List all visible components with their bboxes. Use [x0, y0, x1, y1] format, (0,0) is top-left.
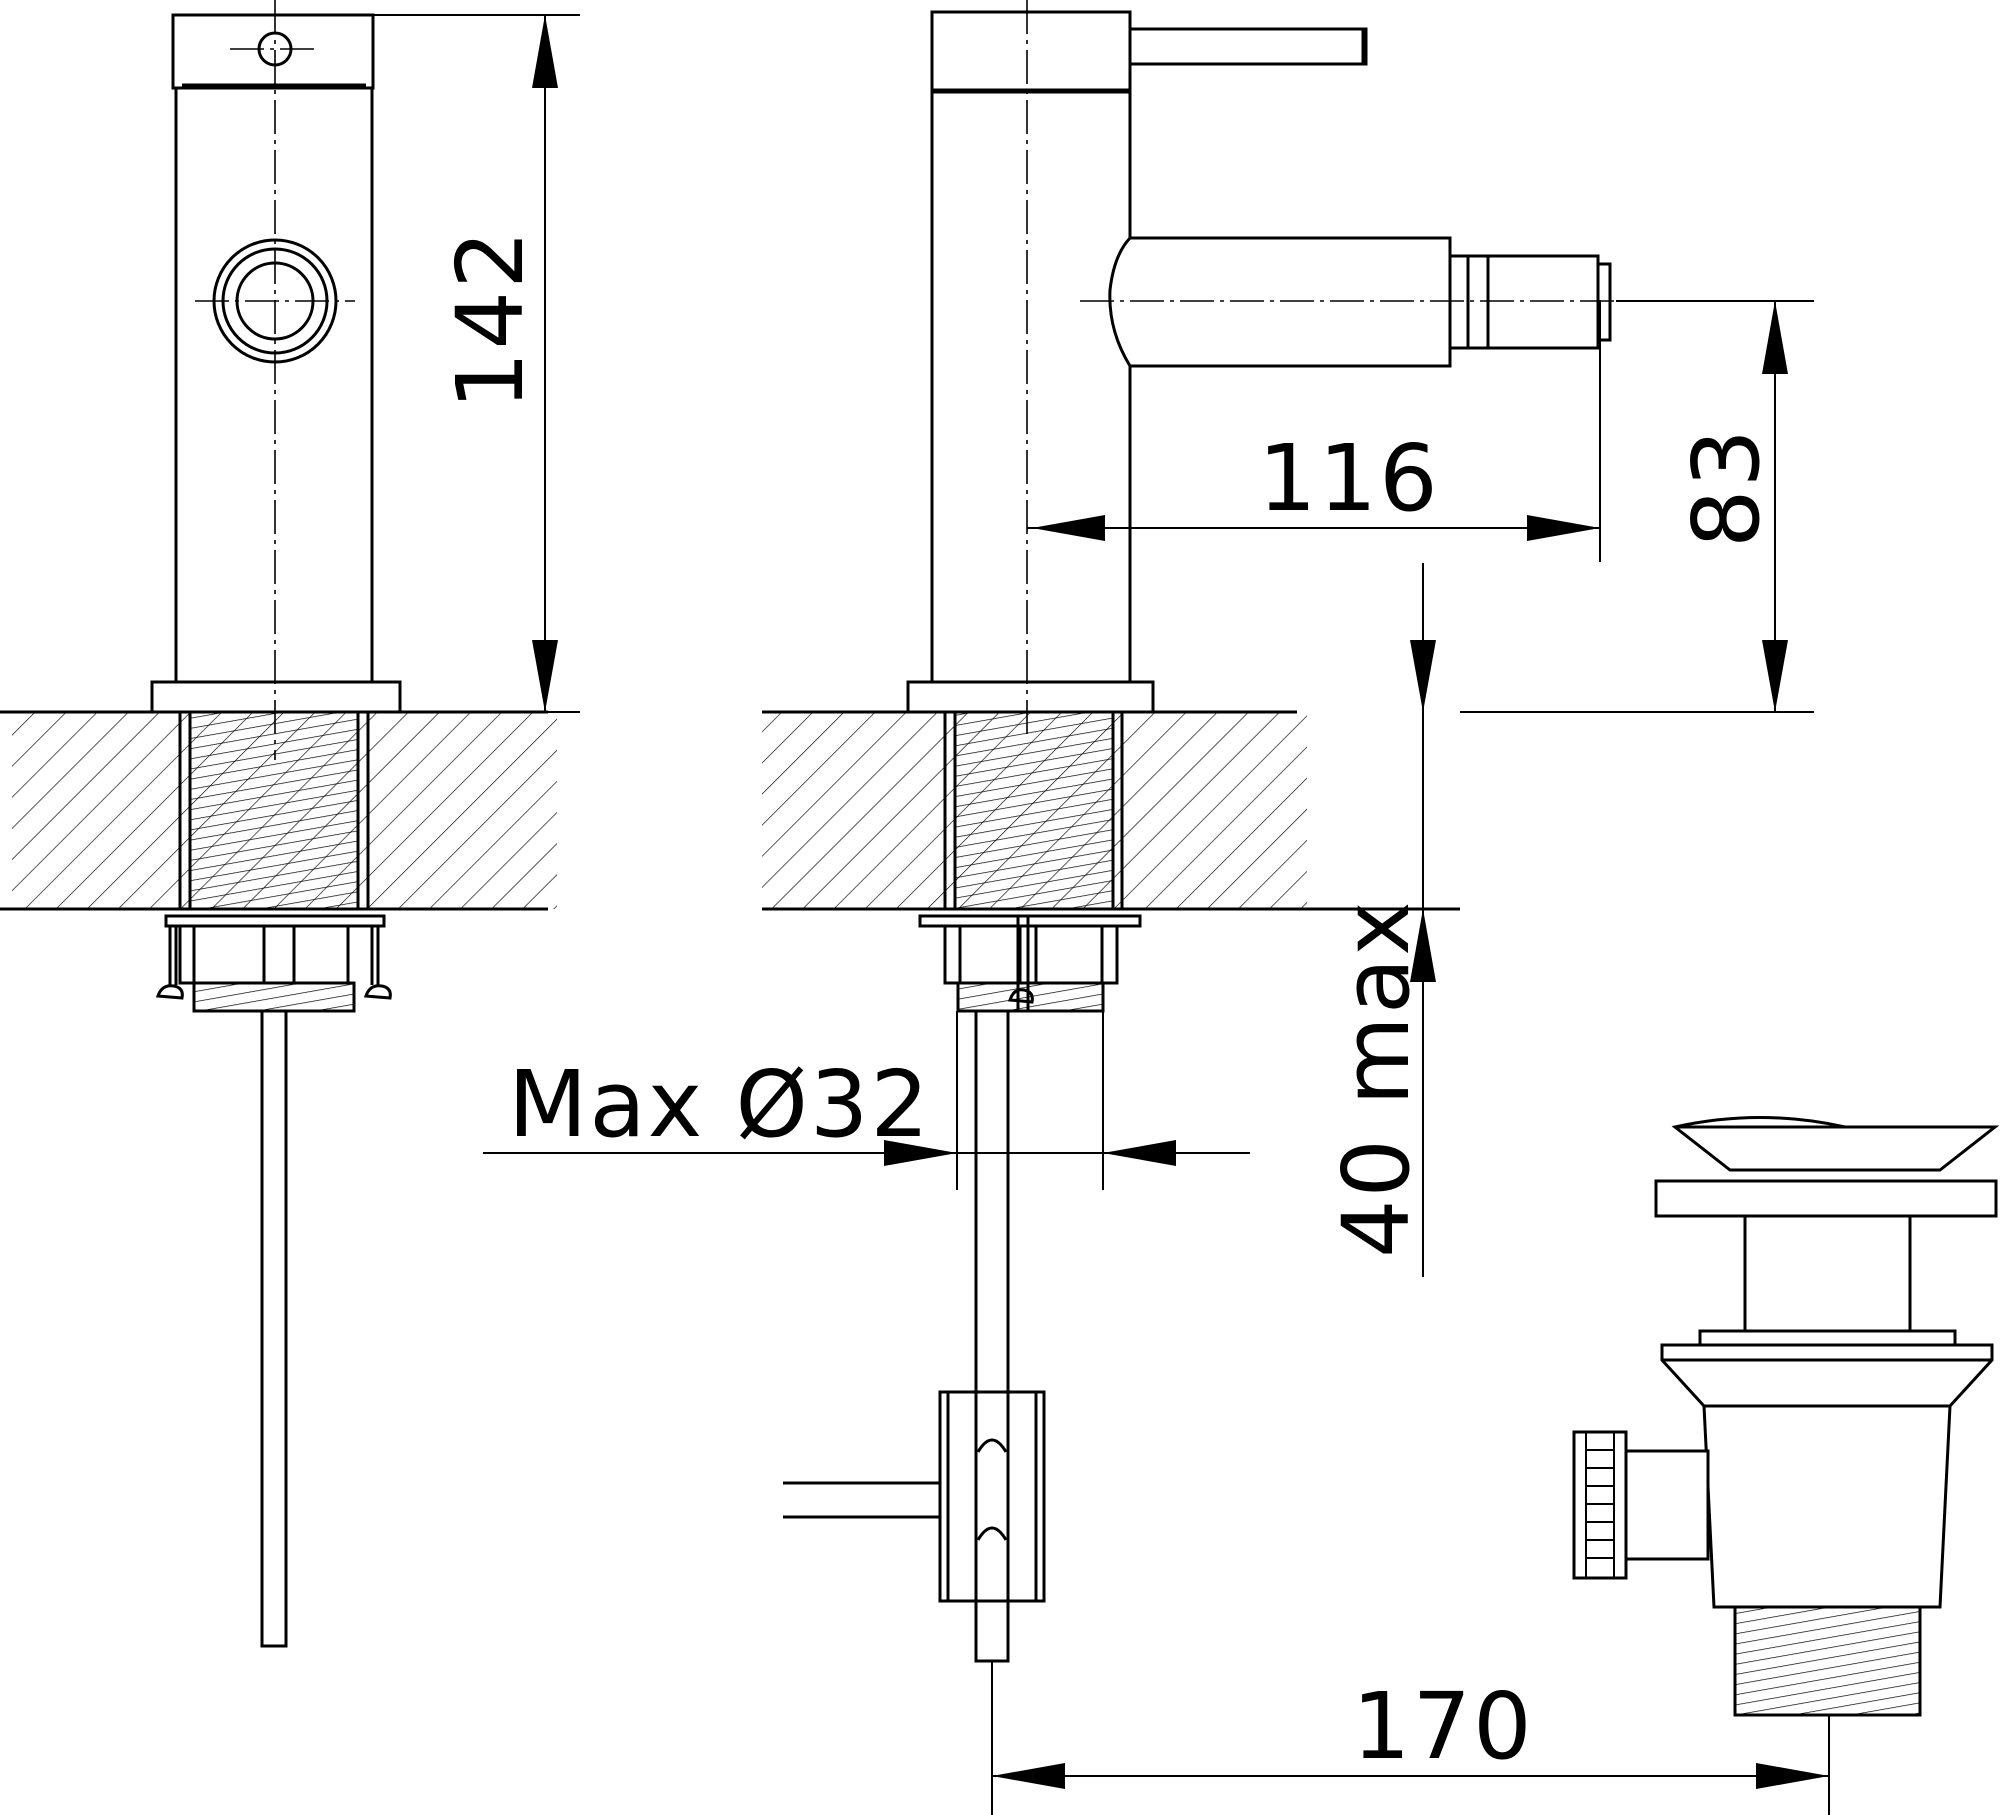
dimension-waste-distance: 170 [991, 1661, 1830, 1815]
lever-cap-left [171, 13, 375, 90]
dimension-spout-height: 83 [1460, 300, 1814, 713]
overflow-nut-knurl [1585, 1432, 1615, 1578]
lever-cap-right [930, 10, 1132, 92]
dim-label-max-hole: Max Ø32 [508, 1051, 931, 1158]
dim-label-83: 83 [1673, 427, 1780, 548]
dim-label-142: 142 [437, 228, 544, 410]
dim-label-116: 116 [1258, 425, 1440, 532]
waste-body [1702, 1404, 1952, 1609]
mounting-nut-left [155, 914, 392, 1013]
spout [1108, 236, 1612, 368]
waste-thread [1733, 1605, 1922, 1717]
tap-body-right [930, 90, 1132, 684]
tap-body-left [174, 86, 374, 684]
waste-plug-cap [1671, 1116, 2000, 1172]
shank-right [953, 710, 1115, 911]
mounting-nut-right [918, 914, 1142, 1013]
dimension-total-height: 142 [300, 14, 580, 713]
shank-left [188, 710, 360, 911]
rod-clamp [938, 1390, 1046, 1603]
dim-label-40max: 40 max [1323, 899, 1430, 1258]
dimension-hole-diameter: Max Ø32 [483, 1011, 1250, 1190]
front-view [0, 0, 557, 1648]
supply-hose-left [260, 1009, 288, 1648]
base-plate-right [906, 680, 1155, 714]
dimension-counter-thickness: 40 max [1323, 563, 1436, 1277]
waste-flange [1654, 1179, 1998, 1218]
side-view [762, 0, 1616, 1663]
base-plate-left [150, 680, 402, 714]
dim-label-170: 170 [1352, 1673, 1534, 1780]
pop-up-waste [1572, 1116, 2000, 1717]
lever-handle [1128, 27, 1368, 66]
dimension-spout-reach: 116 [1027, 300, 1601, 562]
